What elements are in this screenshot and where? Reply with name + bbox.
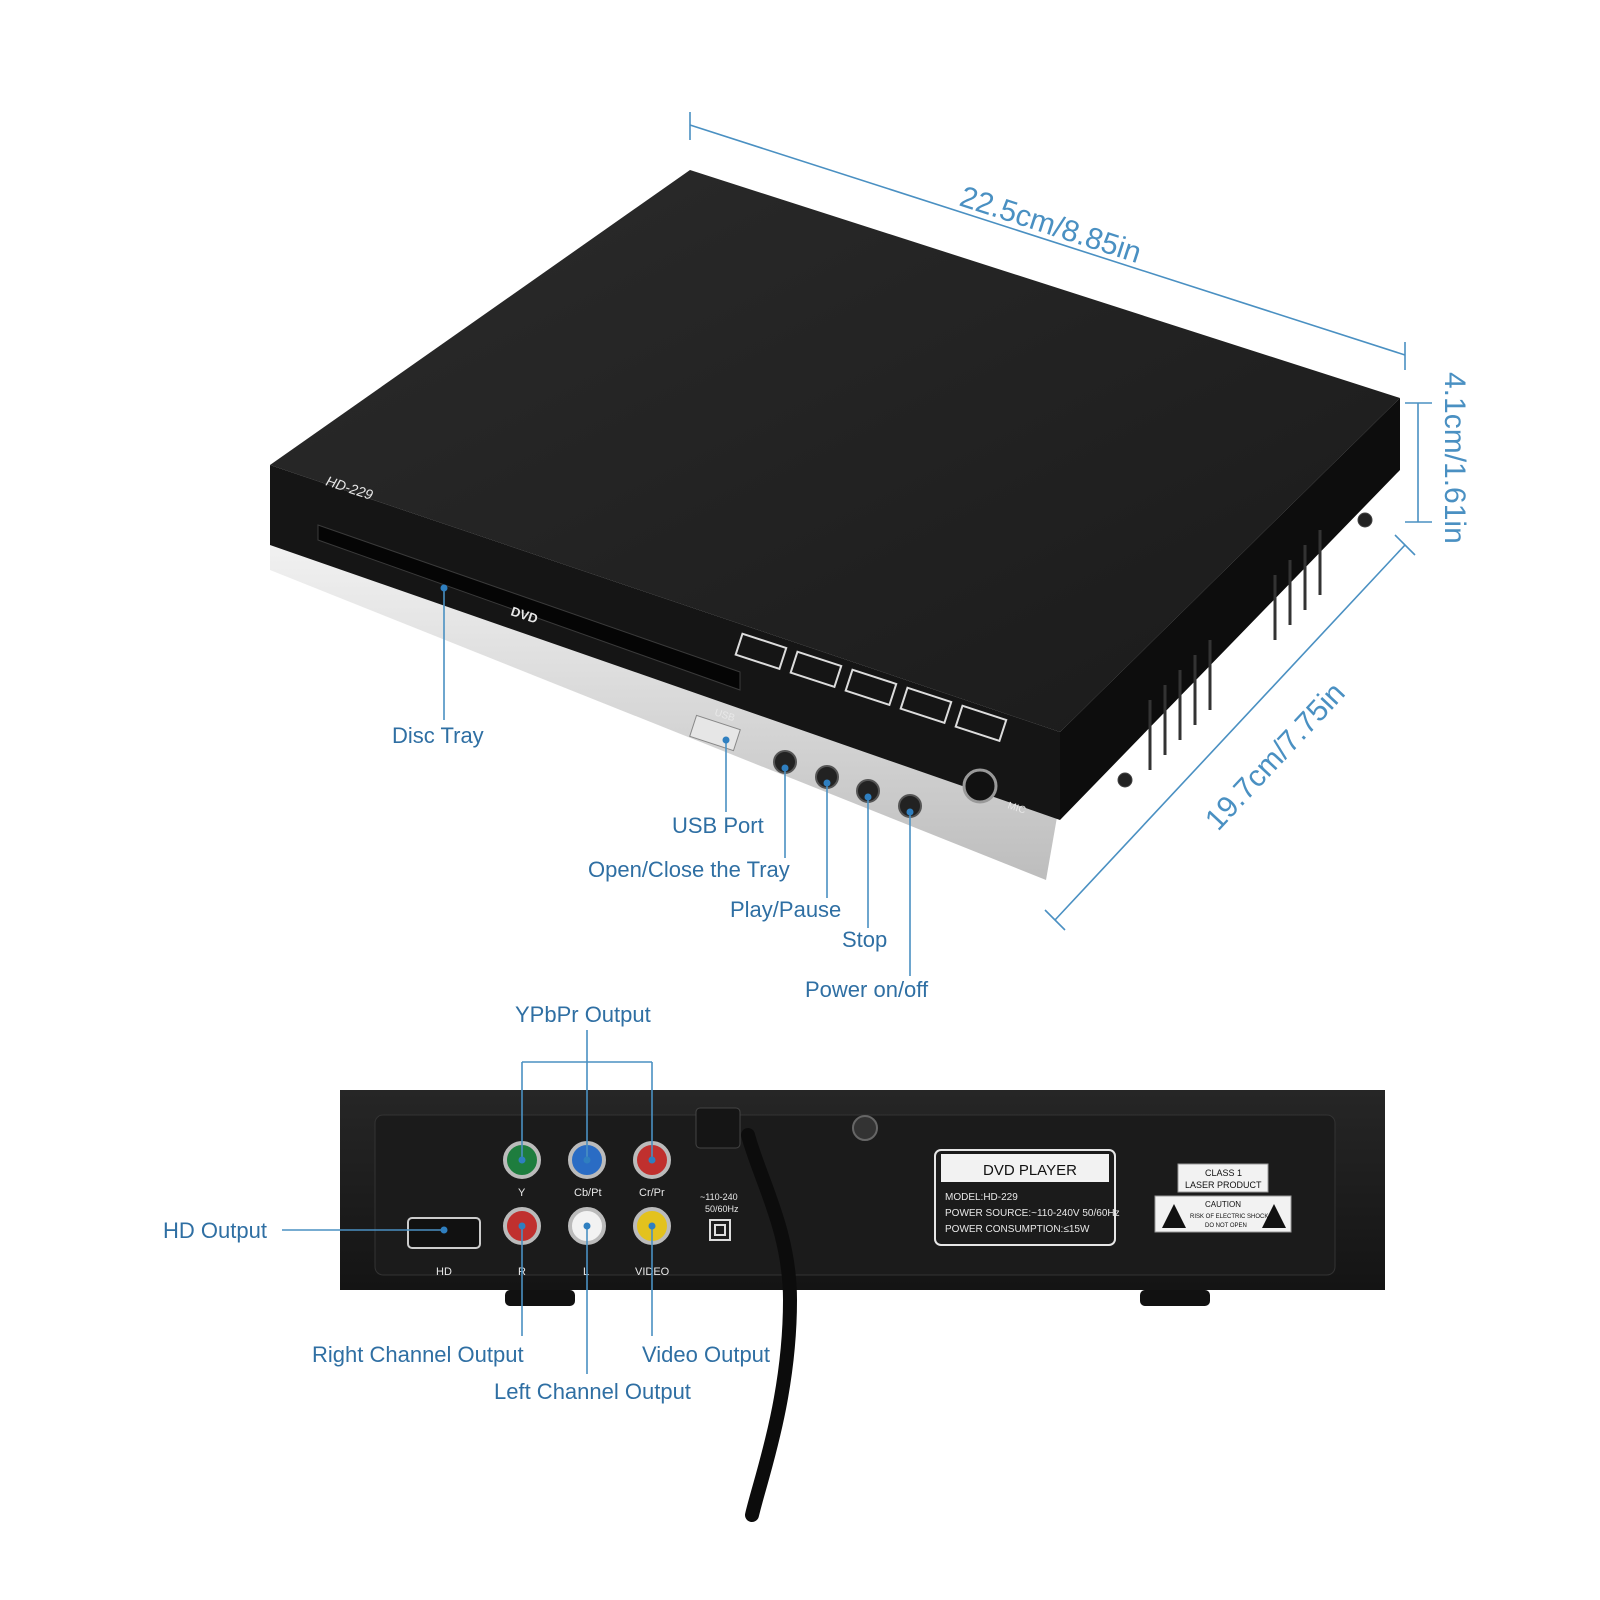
caution-line2: DO NOT OPEN — [1205, 1223, 1247, 1229]
dimension-depth: 19.7cm/7.75in — [1199, 676, 1352, 836]
dvd-player-rear-view: Y Cb/Pt Cr/Pr R L VIDEO HD ~110-240 50/6… — [340, 1090, 1385, 1522]
callout-open-close: Open/Close the Tray — [588, 857, 790, 882]
callout-power: Power on/off — [805, 977, 929, 1002]
player-top-surface — [270, 170, 1400, 732]
callout-play-pause: Play/Pause — [730, 897, 841, 922]
double-insulation-symbol — [709, 1219, 731, 1241]
laser-line1: CLASS 1 — [1205, 1168, 1242, 1178]
rating-source: POWER SOURCE:~110-240V 50/60Hz — [945, 1208, 1120, 1219]
callout-disc-tray: Disc Tray — [392, 723, 484, 748]
player-front-face — [270, 465, 1060, 820]
rear-foot — [1140, 1290, 1210, 1306]
cb-label: Cb/Pt — [574, 1187, 602, 1199]
side-screw — [1117, 772, 1133, 788]
callout-right-channel: Right Channel Output — [312, 1342, 524, 1367]
dimension-length: 22.5cm/8.85in — [956, 180, 1145, 270]
double-insulation-symbol-inner — [714, 1224, 726, 1236]
callout-hd-output: HD Output — [163, 1218, 267, 1243]
dimension-lines — [689, 112, 1432, 931]
side-screw — [1357, 512, 1373, 528]
hd-label: HD — [436, 1266, 452, 1278]
front-callout-leaders — [440, 584, 914, 976]
side-vents — [1148, 530, 1322, 770]
y-label: Y — [518, 1187, 526, 1199]
power-plug — [695, 1107, 741, 1149]
callout-usb-port: USB Port — [672, 813, 764, 838]
callout-video-output: Video Output — [642, 1342, 770, 1367]
callout-left-channel: Left Channel Output — [494, 1379, 691, 1404]
shock-warning-icon — [1162, 1204, 1186, 1228]
caution-title: CAUTION — [1205, 1200, 1241, 1209]
caution-line1: RISK OF ELECTRIC SHOCK — [1190, 1214, 1268, 1220]
dimension-height: 4.1cm/1.61in — [1438, 372, 1471, 544]
mic-jack[interactable] — [962, 768, 998, 804]
laser-line2: LASER PRODUCT — [1185, 1180, 1262, 1190]
player-right-side — [1060, 398, 1400, 820]
exclamation-warning-icon — [1262, 1204, 1286, 1228]
rating-model: MODEL:HD-229 — [945, 1192, 1018, 1203]
power-input-spec: ~110-240 — [700, 1192, 738, 1202]
laser-label — [1177, 1163, 1269, 1193]
callout-stop: Stop — [842, 927, 887, 952]
rating-consumption: POWER CONSUMPTION:≤15W — [945, 1224, 1090, 1235]
power-input-freq: 50/60Hz — [705, 1204, 739, 1214]
rear-callout-leaders — [282, 1030, 656, 1374]
disc-tray-slot[interactable] — [317, 524, 741, 691]
cr-label: Cr/Pr — [639, 1187, 665, 1199]
mic-text: MIC — [1006, 800, 1027, 816]
rear-screw — [852, 1115, 878, 1141]
l-label: L — [583, 1266, 589, 1278]
format-logos — [734, 632, 1008, 743]
rear-foot — [505, 1290, 575, 1306]
rating-label-header — [941, 1154, 1109, 1182]
callout-ypbpr: YPbPr Output — [515, 1002, 651, 1027]
power-cord — [741, 1128, 798, 1522]
dvd-player-front-view: HD-229 DVD USB MIC — [270, 170, 1400, 880]
rating-title: DVD PLAYER — [983, 1162, 1077, 1179]
